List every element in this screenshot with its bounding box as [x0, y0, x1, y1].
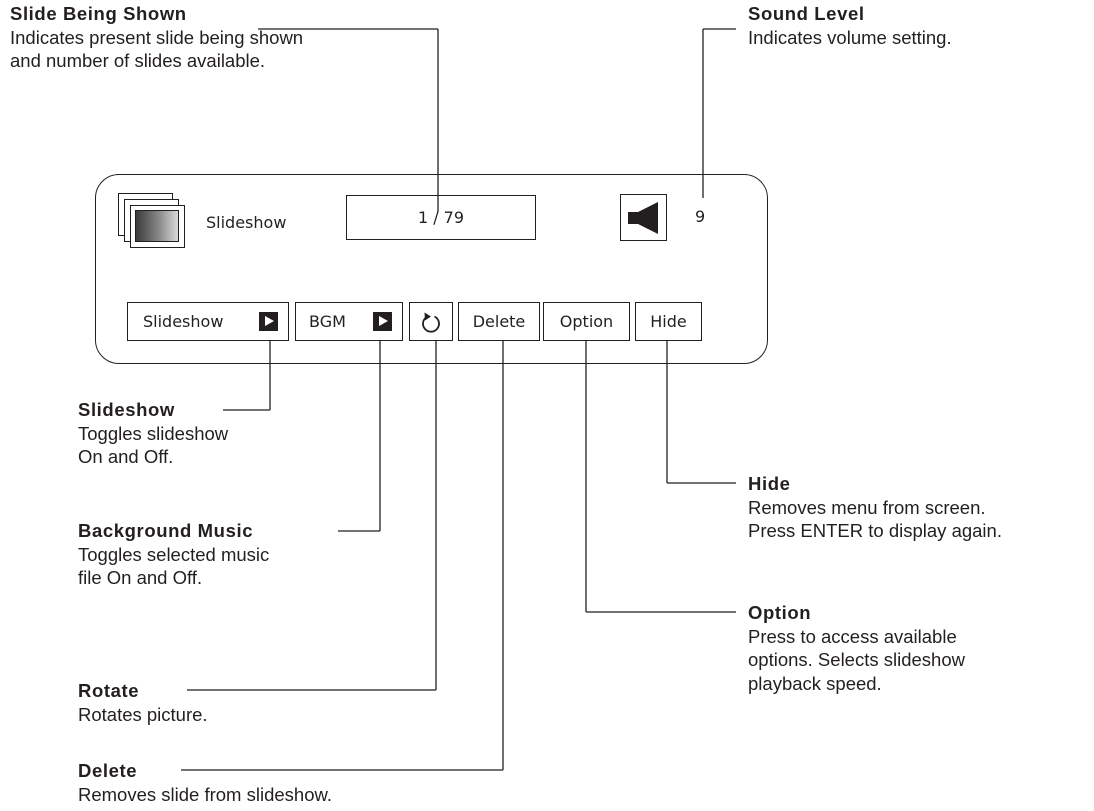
- callout-title: Background Music: [78, 520, 254, 541]
- callout-text: Removes slide from slideshow.: [78, 783, 332, 805]
- callout-title: Hide: [748, 473, 791, 494]
- option-button-label: Option: [559, 312, 614, 331]
- rotate-icon: [422, 312, 440, 333]
- callout-option: Option Press to access available options…: [748, 601, 965, 695]
- play-icon: [373, 312, 392, 331]
- callout-text: Toggles selected music: [78, 543, 270, 565]
- callout-text: file On and Off.: [78, 567, 203, 588]
- callout-title: Slideshow: [78, 399, 175, 420]
- bgm-button-label: BGM: [309, 312, 346, 331]
- slideshow-icon: [118, 193, 188, 249]
- callout-background-music: Background Music Toggles selected music …: [78, 519, 269, 590]
- slideshow-icon-picture: [135, 210, 179, 242]
- callout-title: Delete: [78, 760, 138, 781]
- option-button[interactable]: Option: [543, 302, 630, 341]
- volume-value: 9: [695, 207, 706, 226]
- callout-rotate: Rotate Rotates picture.: [78, 679, 208, 726]
- callout-text: On and Off.: [78, 446, 174, 467]
- photo-menu-panel: [95, 174, 768, 364]
- callout-title: Option: [748, 602, 812, 623]
- delete-button-label: Delete: [472, 312, 526, 331]
- callout-text: Removes menu from screen.: [748, 496, 986, 518]
- slideshow-button[interactable]: Slideshow: [127, 302, 289, 341]
- callout-slide-being-shown: Slide Being Shown Indicates present slid…: [10, 2, 303, 73]
- callout-text: playback speed.: [748, 672, 882, 694]
- mode-label: Slideshow: [206, 213, 287, 232]
- speaker-icon: [620, 194, 667, 241]
- callout-delete: Delete Removes slide from slideshow.: [78, 759, 332, 806]
- slide-counter: 1 / 79: [346, 195, 536, 240]
- delete-button[interactable]: Delete: [458, 302, 540, 341]
- callout-text: Indicates present slide being shown: [10, 26, 304, 48]
- callout-title: Slide Being Shown: [10, 3, 187, 24]
- callout-text: Indicates volume setting.: [748, 26, 952, 48]
- hide-button[interactable]: Hide: [635, 302, 702, 341]
- callout-text: options. Selects slideshow: [748, 649, 965, 670]
- callout-text: Press to access available: [748, 625, 957, 647]
- callout-title: Sound Level: [748, 3, 865, 24]
- callout-hide: Hide Removes menu from screen. Press ENT…: [748, 472, 1002, 543]
- slideshow-button-label: Slideshow: [143, 312, 224, 331]
- callout-text: Toggles slideshow: [78, 422, 229, 444]
- play-icon: [259, 312, 278, 331]
- speaker-glyph: [628, 202, 658, 234]
- bgm-button[interactable]: BGM: [295, 302, 403, 341]
- hide-button-label: Hide: [650, 312, 687, 331]
- callout-sound-level: Sound Level Indicates volume setting.: [748, 2, 952, 49]
- callout-text: Press ENTER to display again.: [748, 520, 1002, 541]
- callout-text: and number of slides available.: [10, 50, 266, 71]
- slideshow-icon-front-sheet: [130, 205, 185, 248]
- callout-title: Rotate: [78, 680, 140, 701]
- callout-slideshow: Slideshow Toggles slideshow On and Off.: [78, 398, 228, 469]
- callout-text: Rotates picture.: [78, 703, 208, 725]
- rotate-button[interactable]: [409, 302, 453, 341]
